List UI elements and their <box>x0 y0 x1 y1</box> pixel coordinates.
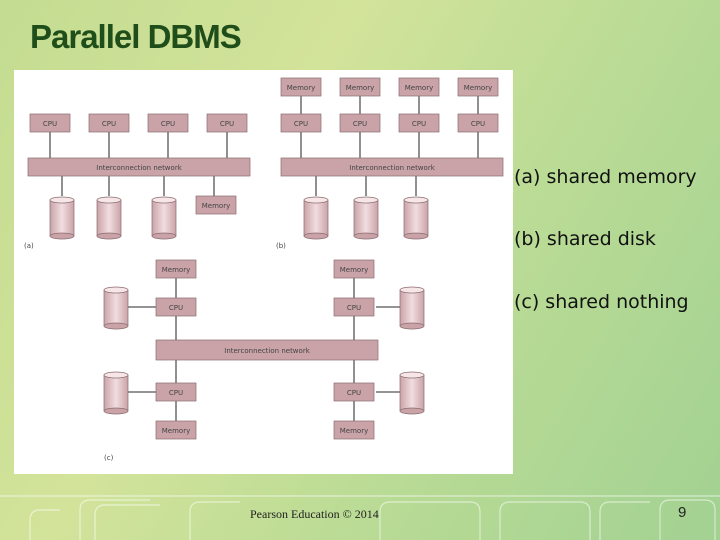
memory-label: Memory <box>202 202 230 210</box>
memory-label: Memory <box>346 84 374 92</box>
memory-box-b4 <box>457 77 499 97</box>
disk-icon <box>103 371 129 415</box>
cpu-box-b3 <box>398 113 440 133</box>
diagram-svg: CPU CPU CPU CPU Interconnection network … <box>24 77 504 462</box>
memory-label: Memory <box>405 84 433 92</box>
cpu-box-a1 <box>29 113 71 133</box>
disk-icon <box>49 196 75 240</box>
disk-icon <box>103 286 129 330</box>
slide-title: Parallel DBMS <box>30 18 242 55</box>
cpu-box-c2 <box>333 297 375 317</box>
cpu-box-a4 <box>206 113 248 133</box>
footer-credit: Pearson Education © 2014 <box>250 507 379 521</box>
cpu-box-b2 <box>339 113 381 133</box>
cpu-box-c1 <box>155 297 197 317</box>
bullet-shared-disk: (b) shared disk <box>514 228 656 250</box>
disk-icon <box>303 196 329 240</box>
memory-label: Memory <box>464 84 492 92</box>
cpu-box-c3 <box>155 382 197 402</box>
cpu-label: CPU <box>294 120 308 128</box>
panel-tag-c: (c) <box>104 454 114 462</box>
architecture-diagram: CPU CPU CPU CPU Interconnection network … <box>14 70 513 474</box>
memory-box-a <box>195 195 237 215</box>
cpu-label: CPU <box>347 389 361 397</box>
panel-tag-a: (a) <box>24 242 34 250</box>
memory-box-c1 <box>155 259 197 279</box>
memory-label: Memory <box>287 84 315 92</box>
network-bar-c <box>155 339 379 361</box>
disk-icon <box>353 196 379 240</box>
memory-label: Memory <box>340 266 368 274</box>
memory-box-c3 <box>155 420 197 440</box>
network-bar-a <box>27 157 251 177</box>
cpu-label: CPU <box>220 120 234 128</box>
cpu-box-b4 <box>457 113 499 133</box>
connector-lines <box>49 96 479 421</box>
cpu-label: CPU <box>471 120 485 128</box>
memory-box-b1 <box>280 77 322 97</box>
disk-icon <box>399 371 425 415</box>
network-label: Interconnection network <box>96 164 182 172</box>
cpu-box-a3 <box>147 113 189 133</box>
cpu-label: CPU <box>412 120 426 128</box>
disk-icon <box>96 196 122 240</box>
cpu-label: CPU <box>353 120 367 128</box>
cpu-label: CPU <box>347 304 361 312</box>
cpu-label: CPU <box>43 120 57 128</box>
disk-icon <box>399 286 425 330</box>
bullet-shared-memory: (a) shared memory <box>514 166 697 188</box>
memory-box-b2 <box>339 77 381 97</box>
cpu-box-c4 <box>333 382 375 402</box>
cpu-label: CPU <box>169 389 183 397</box>
bullet-shared-nothing: (c) shared nothing <box>514 291 689 313</box>
cpu-box-a2 <box>88 113 130 133</box>
disk-icon <box>151 196 177 240</box>
network-bar-b <box>280 157 504 177</box>
network-label: Interconnection network <box>349 164 435 172</box>
memory-box-c4 <box>333 420 375 440</box>
cpu-label: CPU <box>169 304 183 312</box>
cpu-box-b1 <box>280 113 322 133</box>
memory-box-c2 <box>333 259 375 279</box>
memory-label: Memory <box>340 427 368 435</box>
memory-label: Memory <box>162 427 190 435</box>
panel-tag-b: (b) <box>276 242 286 250</box>
memory-box-b3 <box>398 77 440 97</box>
disk-icon <box>403 196 429 240</box>
page-number: 9 <box>678 504 687 521</box>
network-label: Interconnection network <box>224 347 310 355</box>
memory-label: Memory <box>162 266 190 274</box>
cpu-label: CPU <box>161 120 175 128</box>
footer-decoration <box>0 495 720 540</box>
cpu-label: CPU <box>102 120 116 128</box>
